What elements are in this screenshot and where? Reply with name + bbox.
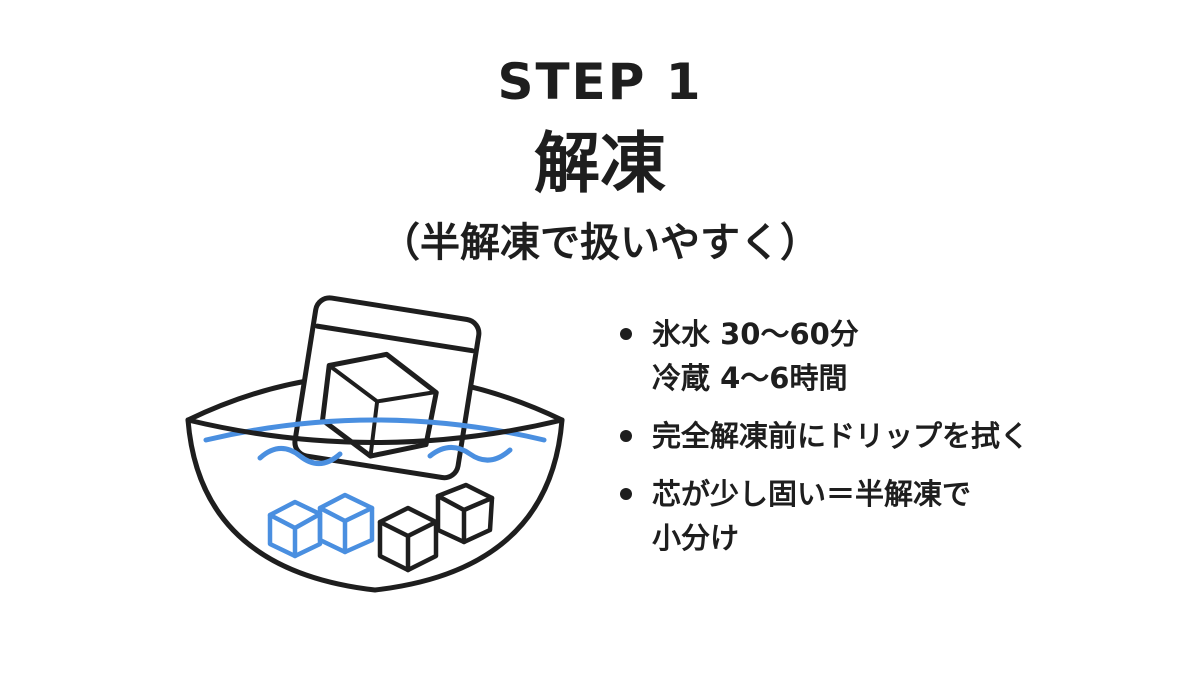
water-wave-icon <box>427 445 513 463</box>
bowl-body-icon <box>185 417 565 593</box>
water-wave-icon <box>257 446 343 466</box>
tip-line: 芯が少し固い＝半解凍で <box>652 477 972 511</box>
ice-cube-icon <box>377 505 439 573</box>
main-title: 解凍 <box>534 125 666 202</box>
tip-line: 冷蔵 4～6時間 <box>652 361 848 395</box>
ice-cube-icon <box>435 482 495 545</box>
ice-cube-icon <box>317 492 375 555</box>
bullet-icon <box>620 488 632 500</box>
bowl-illustration <box>185 295 565 593</box>
bowl-rim-front-icon <box>185 417 565 445</box>
tip-line: 完全解凍前にドリップを拭く <box>652 419 1030 453</box>
tip-item: 完全解凍前にドリップを拭く <box>618 414 1178 458</box>
frozen-pack-icon <box>292 295 482 481</box>
subtitle: （半解凍で扱いやすく） <box>380 220 820 266</box>
bullet-icon <box>620 328 632 340</box>
ice-cube-icon <box>267 499 323 559</box>
tip-item: 芯が少し固い＝半解凍で 小分け <box>618 472 1178 560</box>
tips-list: 氷水 30～60分 冷蔵 4～6時間 完全解凍前にドリップを拭く 芯が少し固い＝… <box>618 312 1178 574</box>
tip-line: 氷水 30～60分 <box>652 317 859 351</box>
tip-item: 氷水 30～60分 冷蔵 4～6時間 <box>618 312 1178 400</box>
step-label: STEP 1 <box>497 53 703 111</box>
bullet-icon <box>620 430 632 442</box>
tip-line: 小分け <box>652 521 740 555</box>
